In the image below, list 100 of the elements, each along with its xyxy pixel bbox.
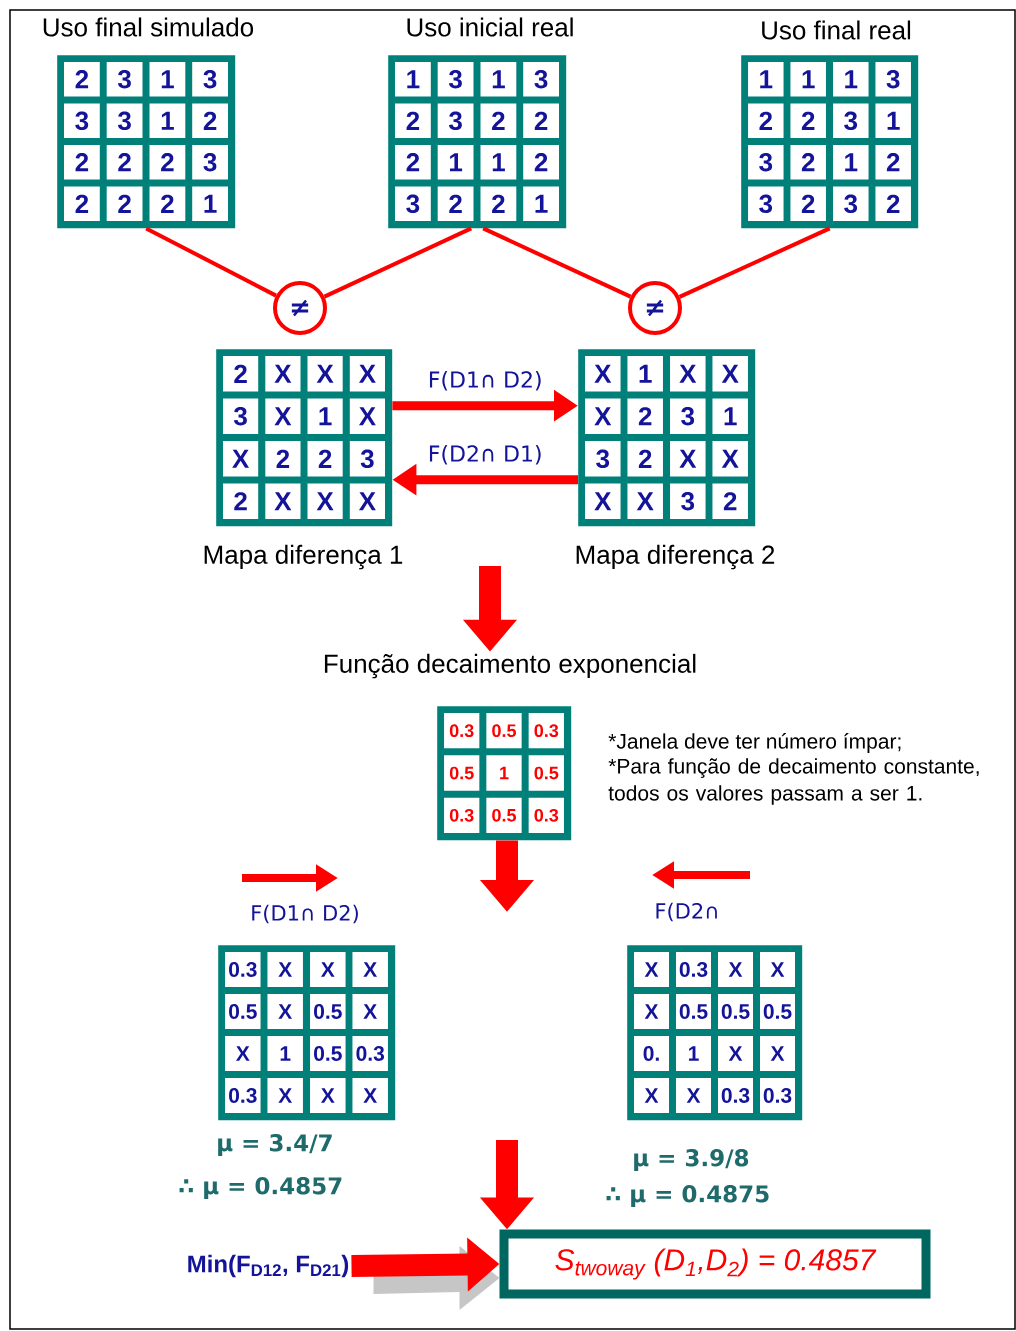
grid-cell: 2 [748,103,784,139]
min-formula: Min(F$_{D12}$, F$_{D21}$) [188,1254,349,1278]
grid-cell: 3 [395,186,431,222]
grid-cell: 2 [790,186,826,222]
grid-cell: 1 [267,1036,303,1071]
grid-cell: 2 [265,441,301,477]
grid-cell: X [634,952,669,987]
grid-cell: 3 [349,441,385,477]
grid-cell: X [223,441,259,477]
grid-cell: 0.5 [676,994,711,1029]
grid-cell: 2 [64,186,100,222]
grid-cell: X [676,1078,711,1113]
grid-cell: 3 [670,398,706,434]
grid-cell: 2 [64,144,100,180]
grid-cell: 2 [875,144,911,180]
grid-cell: X [634,1078,669,1113]
grid-cell: 1 [192,186,228,222]
grid-cell: X [634,994,669,1029]
grid-cell: X [712,356,748,392]
grid-cell: 0.5 [225,994,261,1029]
grid-cell: X [307,356,343,392]
mean-formula: ∴ μ = 0.4857 [179,1177,342,1199]
grid-cell: 2 [627,441,663,477]
grid-cell: 1 [676,1036,711,1071]
grid-cell: 3 [64,103,100,139]
result-box: S$_{twoway}$ (D$_{1}$,D$_{2}$) = 0.4857 [499,1229,931,1299]
grid-cell: 0.5 [528,755,564,791]
grid-cell: 1 [627,356,663,392]
connector-line [482,226,632,299]
grid-cell: 3 [670,483,706,519]
grid-cell: X [265,483,301,519]
grid-cell: 3 [748,186,784,222]
grid-cell: X [349,356,385,392]
section-title: Função decaimento exponencial [324,653,696,679]
grid-cell: 2 [223,356,259,392]
grid-cell: 3 [192,61,228,97]
grid-cell: 1 [833,144,869,180]
grid-cell: 0.3 [225,952,261,987]
grid-cell: 0.3 [444,797,480,833]
grid-cell: X [265,398,301,434]
grid-cell: 2 [192,103,228,139]
grid-cell: 0.5 [486,797,522,833]
grid-cell: X [585,398,621,434]
grid-title: Mapa diferença 2 [576,544,775,570]
grid-cell: 3 [223,398,259,434]
grid-title: Mapa diferença 1 [204,544,403,570]
connector-line [678,226,831,299]
note-text: *Janela deve ter número ímpar; [608,733,901,753]
grid-cell: X [670,356,706,392]
mean-formula: μ = 3.4/7 [218,1134,332,1156]
grid-cell: 2 [64,61,100,97]
grid-cell: X [310,952,346,987]
grid-cell: 0.5 [486,713,522,749]
grid-cell: 1 [712,398,748,434]
grid-cell: 1 [748,61,784,97]
grid-title: Uso final real [762,20,911,40]
grid-cell: 2 [712,483,748,519]
grid-cell: X [670,441,706,477]
edge-label: F(D1∩ D2) [429,370,541,391]
grid-cell: 2 [223,483,259,519]
grid-cell: 2 [523,144,559,180]
grid-cell: X [310,1078,346,1113]
grid-cell: 3 [748,144,784,180]
grid-cell: 3 [585,441,621,477]
grid-cell: 0.5 [310,994,346,1029]
grid-cell: 2 [627,398,663,434]
grid-cell: X [352,952,388,987]
grid-cell: 1 [486,755,522,791]
grid-cell: 2 [523,103,559,139]
grid-cell: 3 [833,103,869,139]
grid-cell: 2 [307,441,343,477]
grid-cell: 0.3 [528,713,564,749]
grid-cell: 3 [875,61,911,97]
grid-cell: X [585,356,621,392]
grid-cell: 0.3 [225,1078,261,1113]
grid-cell: X [349,398,385,434]
grid-cell: X [718,952,753,987]
grid-title: Uso final simulado [43,17,254,37]
grid-cell: 0.3 [760,1078,795,1113]
grid-cell: 0.3 [352,1036,388,1071]
edge-label: F(D2∩ D1) [429,444,541,465]
connector-line [145,226,277,298]
grid-cell: 1 [790,61,826,97]
grid-cell: X [307,483,343,519]
grid-cell: X [585,483,621,519]
grid-cell: 0.3 [444,713,480,749]
grid-cell: 0.5 [718,994,753,1029]
grid-cell: 0.5 [310,1036,346,1071]
grid-cell: 3 [523,61,559,97]
grid-cell: 3 [192,144,228,180]
grid-cell: X [267,952,303,987]
grid-cell: X [265,356,301,392]
grid-cell: X [225,1036,261,1071]
grid-cell: 0. [634,1036,669,1071]
grid-cell: X [267,1078,303,1113]
grid-cell: 2 [790,103,826,139]
block-arrow [351,1237,500,1310]
grid-cell: X [760,1036,795,1071]
grid-cell: 2 [395,144,431,180]
grid-cell: 0.3 [718,1078,753,1113]
